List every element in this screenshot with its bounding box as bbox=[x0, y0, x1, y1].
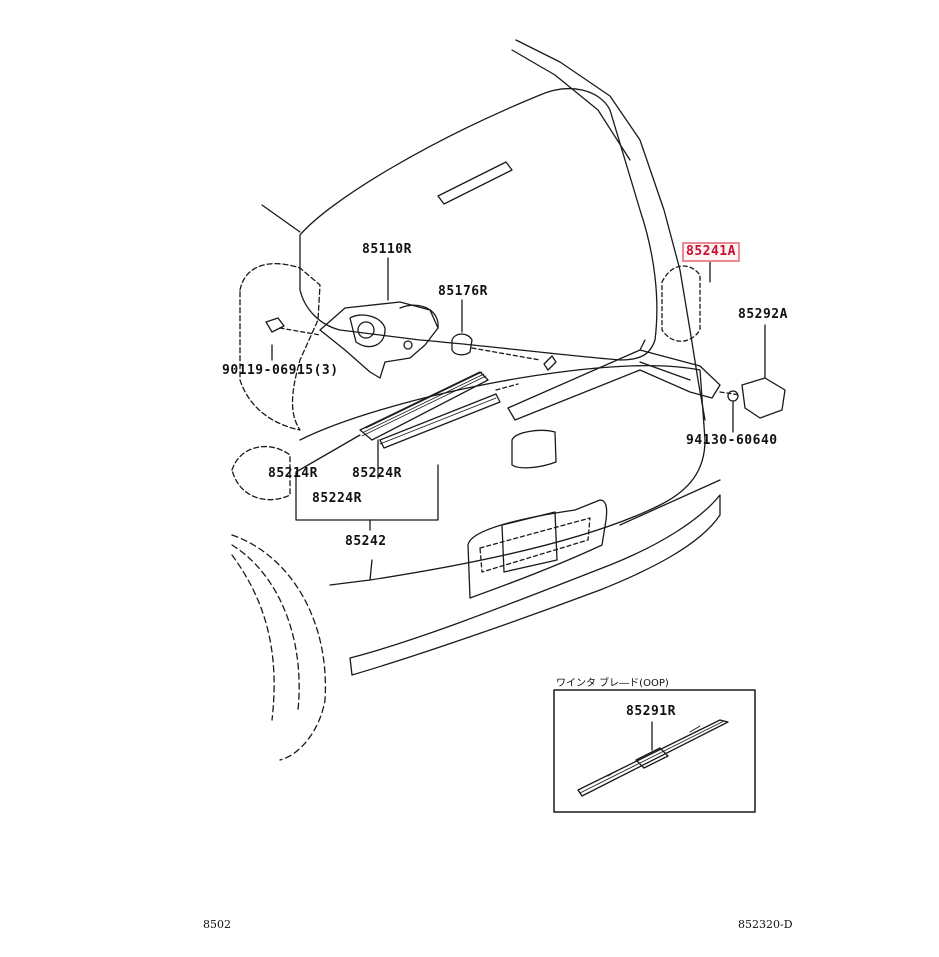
roof-outline bbox=[511, 49, 631, 161]
part-label-85110r[interactable]: 85110R bbox=[362, 242, 412, 257]
wiper-arm bbox=[507, 349, 721, 421]
nut bbox=[727, 390, 739, 402]
part-label-85291r[interactable]: 85291R bbox=[626, 704, 676, 719]
back-door bbox=[299, 364, 706, 586]
inset-box bbox=[553, 689, 756, 813]
car-body-outline bbox=[515, 39, 706, 421]
part-label-85214r[interactable]: 85214R bbox=[268, 466, 318, 481]
part-label-85224r-left[interactable]: 85224R bbox=[312, 491, 362, 506]
right-lamp bbox=[661, 265, 701, 342]
license-plate-recess bbox=[467, 499, 608, 599]
part-label-85224r-right[interactable]: 85224R bbox=[352, 466, 402, 481]
left-lamp bbox=[239, 262, 321, 431]
inset-wiper-blade bbox=[577, 719, 729, 797]
cap bbox=[451, 333, 473, 356]
wiper-blade bbox=[359, 371, 489, 441]
part-label-85176r[interactable]: 85176R bbox=[438, 284, 488, 299]
rear-bumper bbox=[349, 494, 721, 676]
part-label-94130-60640[interactable]: 94130-60640 bbox=[686, 433, 778, 448]
part-label-85241a[interactable]: 85241A bbox=[682, 242, 740, 262]
part-label-85292a[interactable]: 85292A bbox=[738, 307, 788, 322]
wheel-arch bbox=[231, 534, 327, 761]
part-label-85242[interactable]: 85242 bbox=[345, 534, 387, 549]
door-handle bbox=[511, 429, 557, 469]
stop-light bbox=[437, 161, 513, 205]
rear-window bbox=[299, 88, 658, 361]
bolt bbox=[265, 317, 285, 333]
part-label-90119-06915[interactable]: 90119-06915(3) bbox=[222, 363, 339, 378]
wiper-rubber bbox=[379, 393, 501, 449]
cover bbox=[741, 377, 786, 419]
group-bracket bbox=[295, 464, 439, 521]
inset-caption: ワインタ ブレ―ド(OOP) bbox=[556, 678, 669, 689]
footer-left-code: 8502 bbox=[203, 918, 231, 931]
wiper-motor bbox=[319, 301, 439, 379]
footer-right-code: 852320-D bbox=[738, 918, 793, 931]
